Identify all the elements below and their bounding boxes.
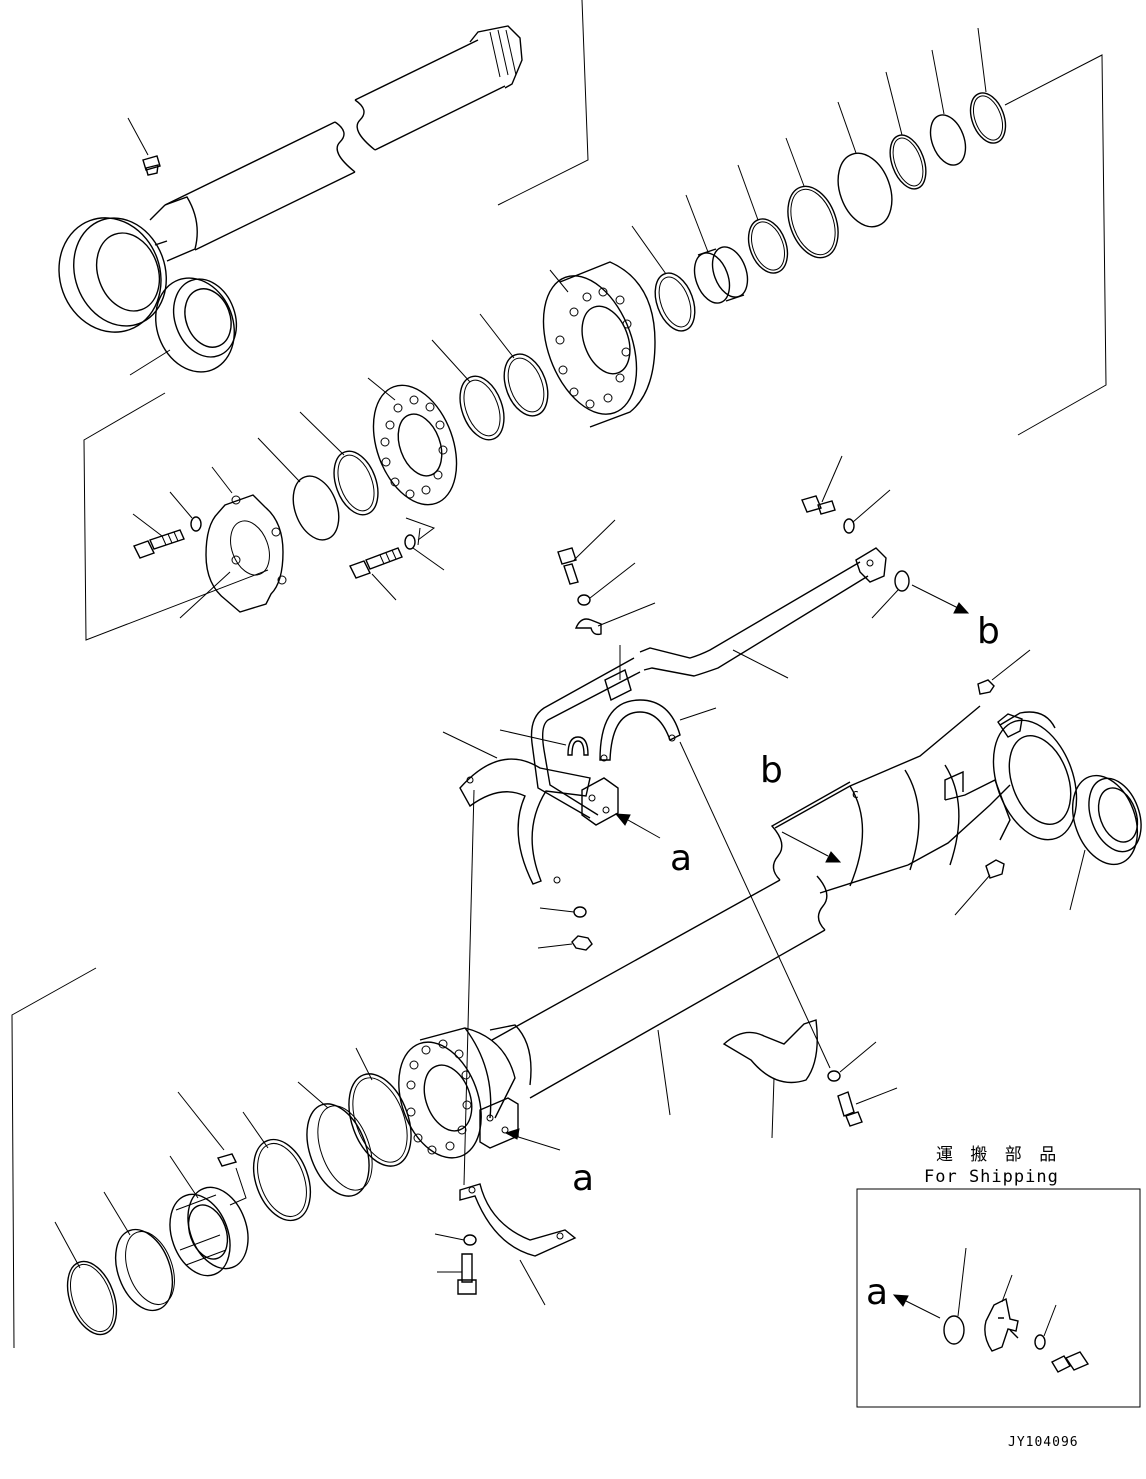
arrow-a-flange bbox=[614, 813, 661, 839]
inset-frame bbox=[856, 1188, 1141, 1408]
bolt-clamp-top bbox=[557, 519, 616, 585]
seal-ring-15 bbox=[103, 1191, 175, 1312]
seal-ring-6 bbox=[737, 164, 789, 274]
rod-bushing bbox=[129, 277, 238, 376]
seal-ring-3 bbox=[885, 71, 927, 190]
washer-lower bbox=[434, 1233, 477, 1246]
bolt-2 bbox=[349, 547, 403, 601]
callout-a-inset: a bbox=[866, 1272, 888, 1313]
inset-blind-plate bbox=[943, 1247, 967, 1345]
callout-c-mark: c bbox=[852, 787, 859, 801]
seal-ring-16 bbox=[54, 1221, 118, 1336]
clamp-u-small bbox=[499, 729, 589, 756]
seal-ring-12 bbox=[348, 1047, 412, 1167]
arrow-a-head bbox=[504, 1128, 561, 1151]
shipping-inset: 運 搬 部 品 For Shipping a bbox=[856, 1145, 1141, 1408]
bolt-lower-right bbox=[837, 1087, 898, 1127]
o-ring-b bbox=[871, 570, 910, 619]
piston bbox=[169, 1155, 249, 1277]
cylinder-bottom-eye bbox=[944, 711, 1078, 841]
nut-clamp-a bbox=[537, 935, 593, 951]
cylinder-head bbox=[542, 261, 656, 428]
bolt-lower bbox=[437, 1253, 477, 1295]
washer-clamp-top bbox=[577, 562, 636, 606]
seal-ring-9 bbox=[431, 339, 505, 441]
inset-washer bbox=[1034, 1304, 1057, 1350]
washer-2 bbox=[404, 534, 445, 571]
bolt-pipe-top bbox=[801, 455, 843, 515]
seal-ring-1 bbox=[969, 27, 1007, 144]
flange-ring bbox=[367, 377, 458, 506]
seal-ring-13 bbox=[297, 1081, 373, 1197]
small-clamp-top bbox=[574, 602, 656, 636]
seal-ring-14 bbox=[242, 1111, 312, 1222]
pipe-line bbox=[530, 547, 887, 819]
seal-ring-7 bbox=[631, 225, 696, 332]
washer-lower-right bbox=[827, 1041, 877, 1082]
flange-a bbox=[581, 777, 619, 826]
drawing-number: JY104096 bbox=[1008, 1435, 1079, 1450]
inset-title-ja: 運 搬 部 品 bbox=[936, 1145, 1062, 1165]
clamp-band-lower-right bbox=[722, 1019, 818, 1139]
piston-rod bbox=[58, 25, 523, 333]
inset-arrow bbox=[892, 1294, 941, 1319]
callout-b-pipe: b bbox=[977, 611, 1000, 652]
bolt-1 bbox=[132, 513, 185, 559]
clamp-bracket-upper bbox=[599, 669, 717, 762]
callout-a-flange: a bbox=[670, 838, 692, 879]
callout-b-body: b bbox=[760, 750, 783, 791]
washer-pipe-top bbox=[843, 489, 891, 534]
seal-ring-10 bbox=[299, 411, 379, 516]
grease-fitting-rod bbox=[127, 117, 161, 176]
set-screw bbox=[177, 1091, 238, 1167]
seal-ring-5 bbox=[785, 137, 839, 259]
clamp-band-a bbox=[442, 731, 591, 885]
clamp-band-lower bbox=[459, 1183, 577, 1306]
seal-ring-4 bbox=[837, 101, 893, 228]
arrow-b-pipe bbox=[911, 584, 970, 614]
inset-clamp bbox=[984, 1274, 1019, 1352]
retainer-plate bbox=[179, 466, 287, 619]
seal-ring-2 bbox=[929, 49, 967, 166]
bottom-bushing bbox=[1069, 774, 1142, 911]
cylinder-tube bbox=[398, 705, 1011, 1159]
washer-clamp-a bbox=[539, 906, 587, 918]
inset-bolt bbox=[1051, 1351, 1090, 1373]
bottom-plug bbox=[954, 859, 1005, 916]
bushing-sleeve bbox=[685, 194, 749, 304]
seal-ring-8 bbox=[479, 313, 549, 417]
seal-ring-11 bbox=[257, 437, 340, 541]
grease-fitting-bottom bbox=[977, 649, 1031, 695]
arrow-b-body bbox=[781, 831, 842, 863]
callout-a-head: a bbox=[572, 1158, 594, 1199]
inset-title-en: For Shipping bbox=[924, 1167, 1059, 1187]
washer-1 bbox=[169, 491, 202, 532]
